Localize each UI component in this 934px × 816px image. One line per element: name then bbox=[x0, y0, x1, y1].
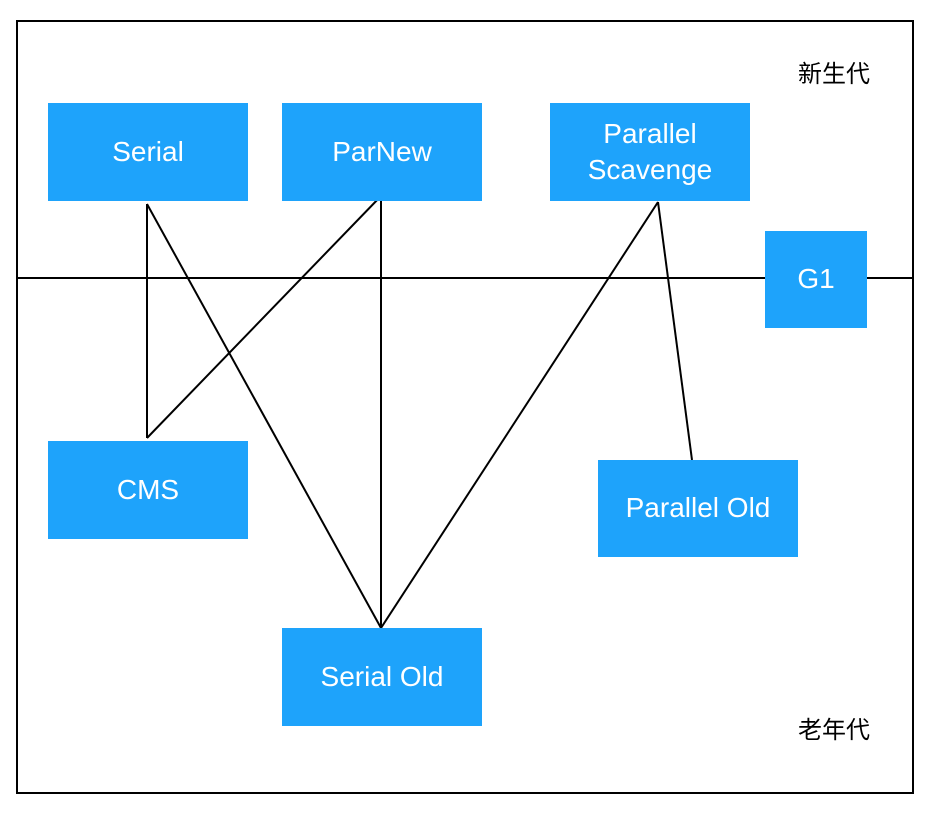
collector-parallel-old: Parallel Old bbox=[598, 460, 798, 557]
collector-cms: CMS bbox=[48, 441, 248, 539]
edge-parallel-scavenge-serial-old bbox=[380, 201, 659, 629]
collector-serial: Serial bbox=[48, 103, 248, 201]
edge-parnew-cms bbox=[146, 195, 382, 439]
collector-g1: G1 bbox=[765, 231, 867, 328]
old-generation-label: 老年代 bbox=[798, 716, 870, 744]
edge-parallel-scavenge-parallel-old bbox=[657, 201, 693, 461]
collector-parallel-scavenge: Parallel Scavenge bbox=[550, 103, 750, 201]
collector-serial-old: Serial Old bbox=[282, 628, 482, 726]
diagram-frame bbox=[16, 20, 914, 794]
young-generation-label: 新生代 bbox=[798, 60, 870, 88]
collector-parnew: ParNew bbox=[282, 103, 482, 201]
edge-serial-serial-old bbox=[146, 203, 382, 629]
